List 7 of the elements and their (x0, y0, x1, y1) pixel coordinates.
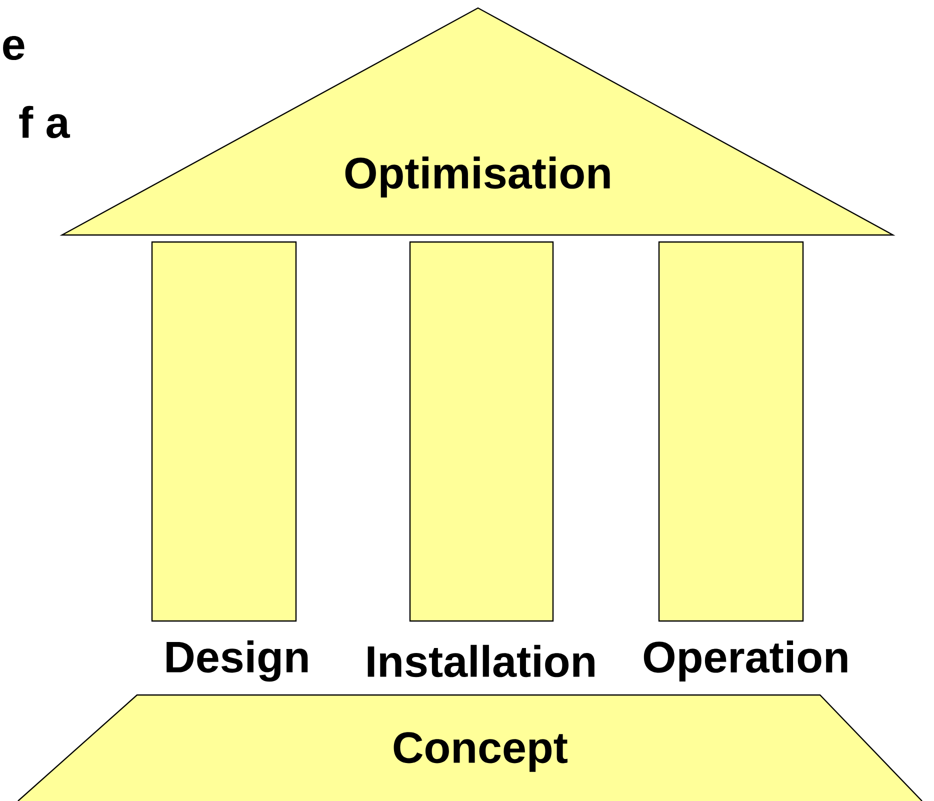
base-trapezoid: Concept (18, 694, 922, 801)
pillar-box: Design (151, 241, 308, 682)
node-label: Installation (368, 644, 594, 678)
node-label: Design (166, 640, 308, 682)
node-label: Operation (644, 640, 848, 682)
pillar-box: Operation (644, 241, 848, 682)
pillar-box: Installation (368, 241, 594, 678)
